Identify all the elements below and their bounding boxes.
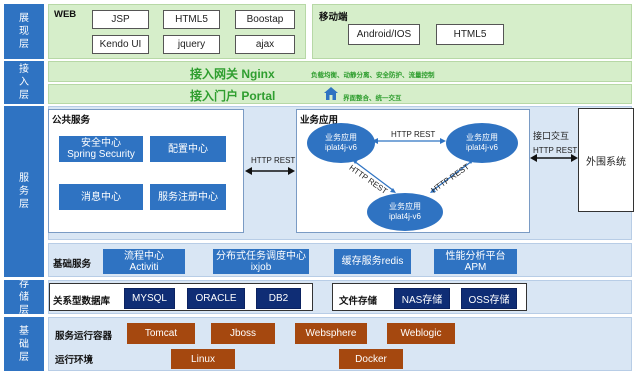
external-system: 外围系统	[578, 108, 634, 212]
layer-service-label: 服务层	[19, 173, 29, 210]
web-item-jquery: jquery	[163, 35, 220, 54]
http-rest-label-top: HTTP REST	[391, 130, 436, 139]
gateway-band	[48, 61, 632, 82]
layer-base: 基础层	[4, 317, 44, 371]
web-item-html5: HTML5	[163, 10, 220, 29]
mobile-title: 移动端	[319, 12, 348, 23]
business-node-bottom: 业务应用 iplat4j-v6	[367, 193, 443, 231]
basic-services-title: 基础服务	[53, 259, 92, 270]
web-title: WEB	[54, 9, 77, 20]
oss-storage: OSS存储	[461, 288, 517, 309]
task-scheduler: 分布式任务调度中心 ixjob	[213, 249, 309, 274]
file-storage-title: 文件存储	[339, 296, 378, 307]
portal-title: 接入门户 Portal	[190, 89, 276, 103]
db-title: 关系型数据库	[53, 296, 111, 307]
config-center: 配置中心	[150, 136, 226, 162]
env-linux: Linux	[171, 349, 235, 369]
double-arrow-right	[530, 154, 578, 162]
house-icon	[324, 87, 338, 100]
layer-storage: 存储层	[4, 278, 44, 316]
business-apps-title: 业务应用	[300, 115, 339, 126]
container-title: 服务运行容器	[55, 331, 113, 342]
container-tomcat: Tomcat	[127, 323, 195, 344]
business-node-left: 业务应用 iplat4j-v6	[307, 123, 375, 163]
layer-storage-label: 存储层	[19, 278, 29, 316]
cache-service: 缓存服务redis	[334, 249, 411, 274]
web-item-boostap: Boostap	[235, 10, 295, 29]
portal-band	[48, 84, 632, 104]
workflow-center: 流程中心 Activiti	[103, 249, 185, 274]
mobile-item-html5: HTML5	[436, 24, 504, 45]
interface-label: 接口交互	[533, 131, 570, 141]
env-docker: Docker	[339, 349, 403, 369]
container-websphere: Websphere	[295, 323, 367, 344]
env-title: 运行环境	[55, 355, 94, 366]
message-center: 消息中心	[59, 184, 143, 210]
apm-platform: 性能分析平台 APM	[434, 249, 517, 274]
business-node-right: 业务应用 iplat4j-v6	[446, 123, 518, 163]
container-jboss: Jboss	[211, 323, 275, 344]
portal-note: 界面整合、统一交互	[343, 95, 402, 102]
nas-storage: NAS存储	[394, 288, 450, 309]
web-item-kendo-ui: Kendo UI	[92, 35, 149, 54]
layer-presentation: 展现层	[4, 4, 44, 59]
http-rest-label-left: HTTP REST	[251, 156, 296, 165]
layer-access-label: 接入层	[19, 64, 29, 101]
web-item-ajax: ajax	[235, 35, 295, 54]
double-arrow-left	[245, 167, 295, 175]
security-center: 安全中心 Spring Security	[59, 136, 143, 162]
layer-presentation-label: 展现层	[19, 13, 29, 50]
layer-service: 服务层	[4, 106, 44, 277]
db-db2: DB2	[256, 288, 301, 309]
layer-base-label: 基础层	[19, 325, 29, 363]
public-services-title: 公共服务	[52, 115, 91, 126]
registry-center: 服务注册中心	[150, 184, 226, 210]
db-mysql: MYSQL	[124, 288, 175, 309]
container-weblogic: Weblogic	[387, 323, 455, 344]
public-services-panel	[48, 109, 244, 233]
db-oracle: ORACLE	[187, 288, 245, 309]
layer-access: 接入层	[4, 61, 44, 104]
mobile-item-android-ios: Android/IOS	[348, 24, 420, 45]
http-rest-label-right: HTTP REST	[533, 146, 578, 155]
web-item-jsp: JSP	[92, 10, 149, 29]
gateway-note: 负载均衡、动静分离、安全防护、流量控制	[311, 72, 435, 79]
gateway-title: 接入网关 Nginx	[190, 67, 275, 81]
